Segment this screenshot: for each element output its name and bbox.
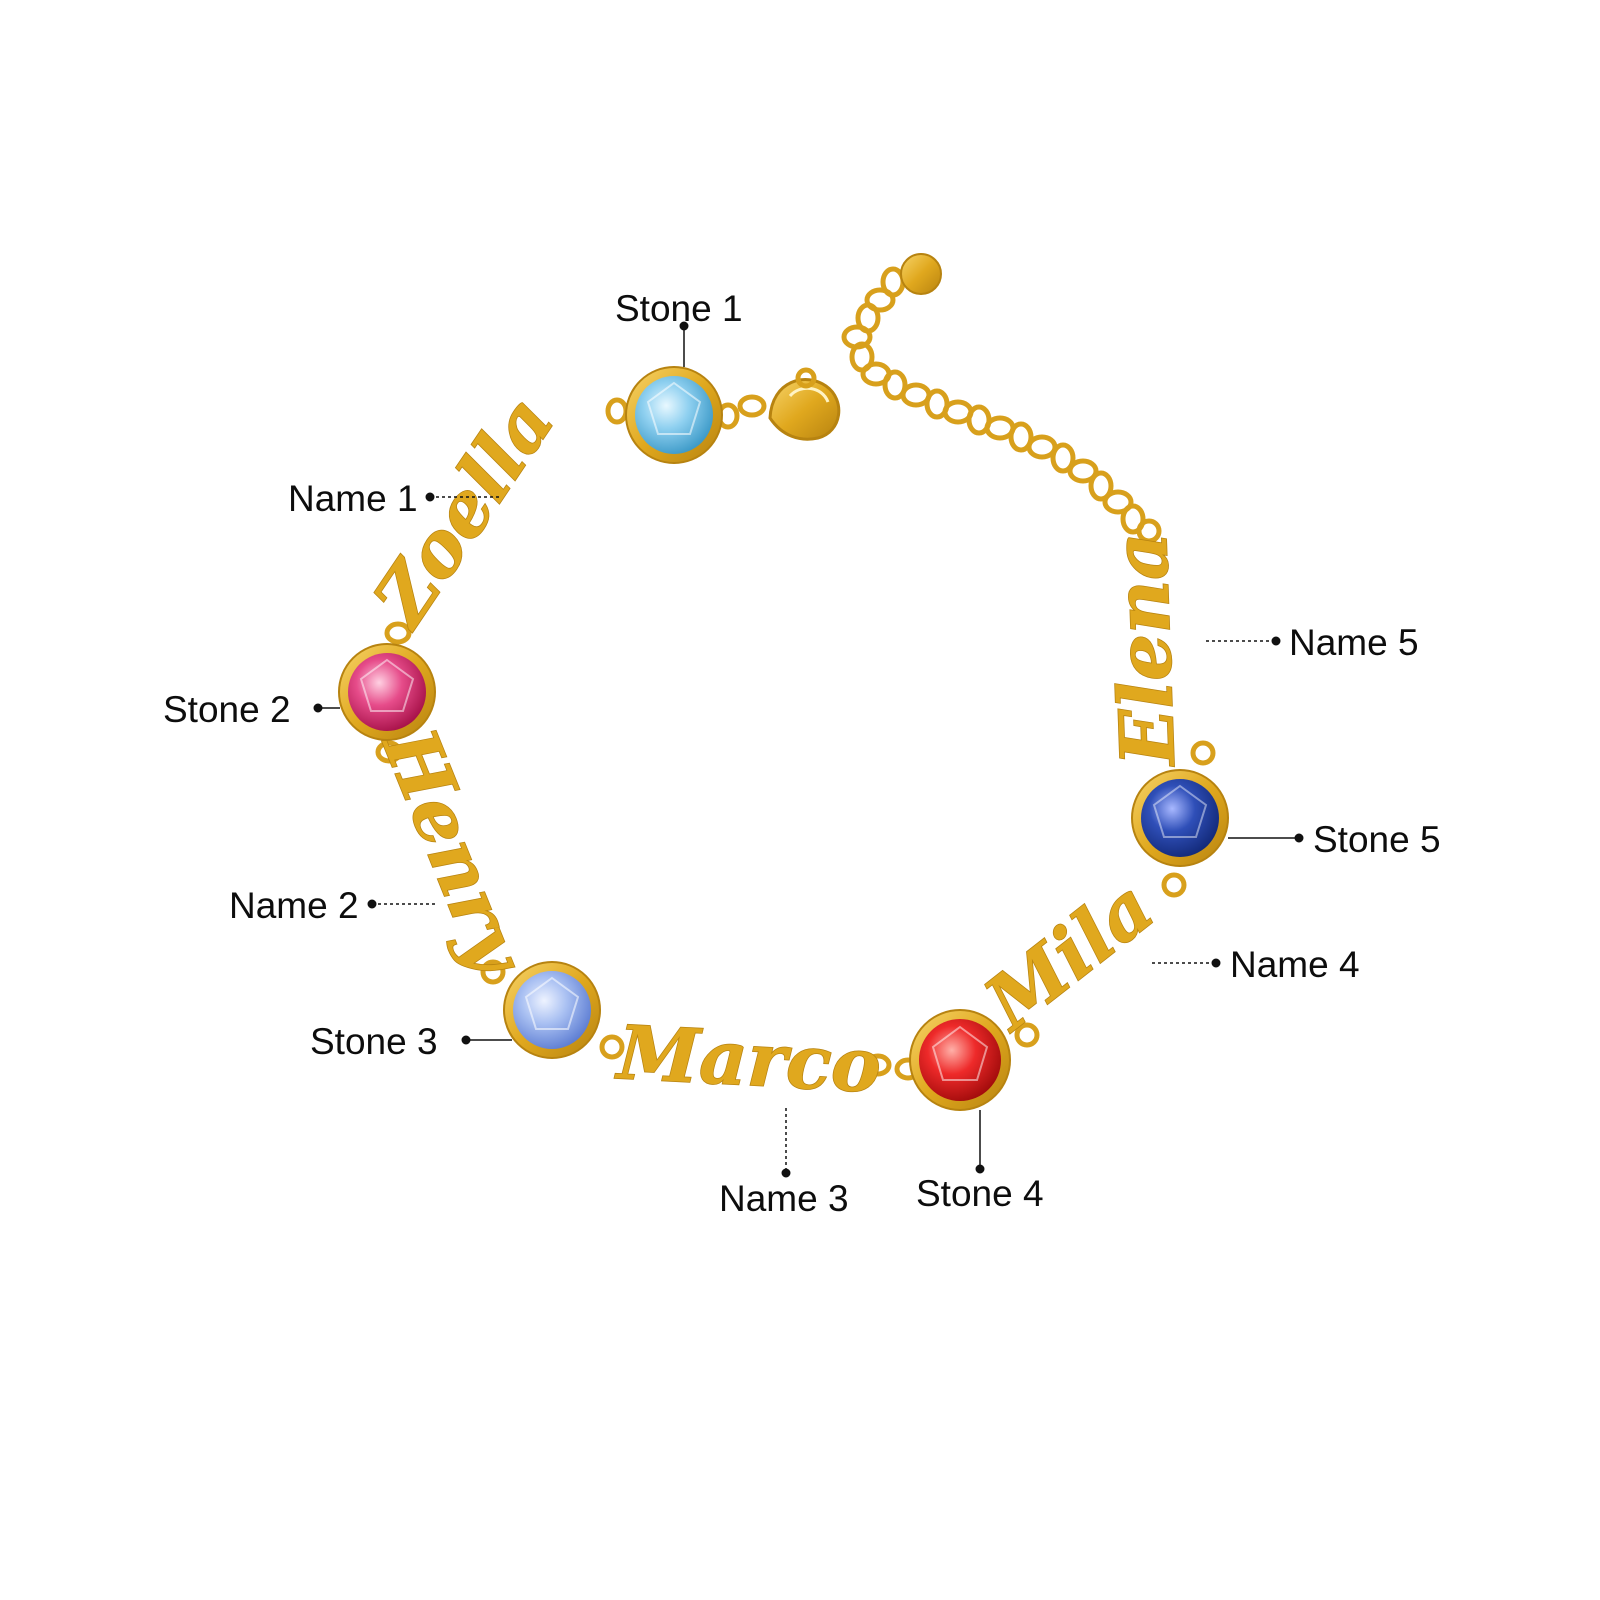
- extender-charm: [900, 253, 942, 295]
- connector-loops: [375, 397, 1216, 1081]
- stone-4: [909, 1009, 1011, 1111]
- name-2-label: Name 2: [229, 885, 359, 926]
- stone-3: [503, 961, 601, 1059]
- name-3-label: Name 3: [719, 1178, 849, 1219]
- name-1-label: Name 1: [288, 478, 418, 519]
- stone-5-label: Stone 5: [1313, 819, 1441, 860]
- stone-1-label: Stone 1: [615, 288, 743, 329]
- callout-leaders: [313, 321, 1304, 1178]
- name-5-label: Name 5: [1289, 622, 1419, 663]
- stone-2: [338, 643, 436, 741]
- stone-4-label: Stone 4: [916, 1173, 1044, 1214]
- stone-1: [625, 366, 723, 464]
- name-5-engraving: Elena: [1098, 531, 1192, 769]
- name-4-engraving: Mila: [967, 864, 1169, 1048]
- stone-3-label: Stone 3: [310, 1021, 438, 1062]
- name-2-engraving: Henry: [365, 715, 542, 988]
- extender-chain: [841, 266, 1146, 535]
- name-plates: Zoella Henry Marco Mila Elena: [355, 381, 1193, 1111]
- stone-2-label: Stone 2: [163, 689, 291, 730]
- name-3-engraving: Marco: [613, 1010, 883, 1110]
- stone-5: [1131, 769, 1229, 867]
- lobster-clasp: [737, 367, 841, 441]
- name-4-label: Name 4: [1230, 944, 1360, 985]
